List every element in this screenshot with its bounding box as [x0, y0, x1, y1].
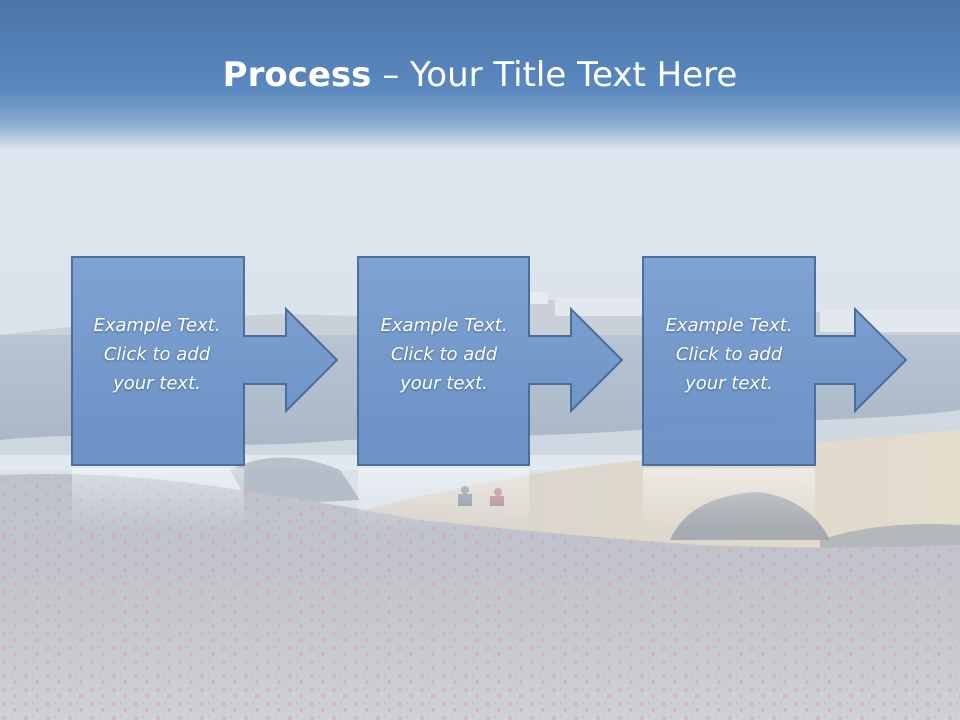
- title-separator: –: [371, 55, 411, 95]
- step-3-line-1: Example Text.: [665, 315, 793, 336]
- title-band: [0, 0, 960, 150]
- step-2-line-2: Click to add: [390, 344, 498, 365]
- title-text: Your Title Text Here: [410, 55, 738, 95]
- process-step-3[interactable]: [642, 256, 908, 528]
- step-3-text[interactable]: Example Text. Click to add your text.: [644, 311, 814, 398]
- title-bold-part: Process: [222, 55, 372, 95]
- step-1-line-3: your text.: [113, 373, 201, 394]
- step-1-line-1: Example Text.: [93, 315, 221, 336]
- process-step-2[interactable]: [357, 256, 624, 528]
- step-1-text[interactable]: Example Text. Click to add your text.: [72, 311, 242, 398]
- step-1-line-2: Click to add: [103, 344, 211, 365]
- step-2-line-1: Example Text.: [380, 315, 508, 336]
- process-step-1[interactable]: [71, 256, 339, 528]
- step-2-text[interactable]: Example Text. Click to add your text.: [359, 311, 529, 398]
- slide-title[interactable]: Process – Your Title Text Here: [0, 52, 960, 98]
- step-3-line-3: your text.: [685, 373, 773, 394]
- step-3-line-2: Click to add: [675, 344, 783, 365]
- step-2-line-3: your text.: [400, 373, 488, 394]
